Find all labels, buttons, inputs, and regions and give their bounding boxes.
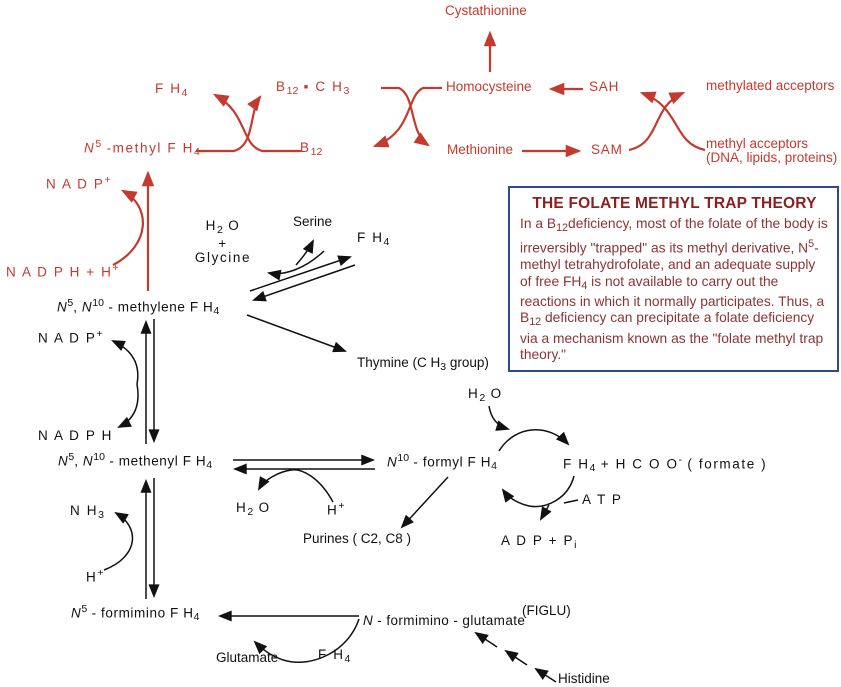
curve-to-serine (295, 239, 314, 266)
label-figlu: (FIGLU) (522, 603, 571, 618)
label-fh4-bottom: F H4 (318, 647, 351, 665)
label-sah: SAH (589, 79, 620, 94)
label-hplus-low: H+ (86, 567, 104, 585)
theory-box-body: In a B12deficiency, most of the folate o… (520, 216, 828, 363)
label-h2o-mid: H2 O (236, 500, 271, 518)
label-thymine-ch3-group: Thymine (C H3 group) (357, 355, 489, 373)
curve-methyl-acceptors-to-sah (639, 91, 706, 152)
curve-to-glycine (266, 250, 325, 281)
label-nadph-hplus-red: N A D P H + H+ (6, 262, 119, 280)
label-nh3: N H3 (70, 503, 104, 521)
label-purines-c2-c8: Purines ( C2, C8 ) (303, 531, 412, 546)
label-nadp-plus-red: N A D P+ (46, 174, 111, 192)
label-atp: A T P (582, 492, 623, 507)
curve-to-nadph-black (117, 383, 139, 428)
label-b12: B12 (300, 140, 323, 158)
label-cystathionine: Cystathionine (445, 3, 527, 18)
label-b12-ch3: B12 ▪ C H3 (276, 79, 350, 97)
label-hplus-mid: H+ (327, 500, 345, 518)
label-n5-methyl-fh4: N5 -methyl F H4 (84, 138, 200, 159)
label-nadp-plus-black: N A D P+ (38, 328, 103, 346)
arrow-formyl-to-purines (400, 476, 449, 529)
tick-atp-into-cycle (563, 499, 579, 504)
arc-formyl-to-formate (498, 429, 570, 452)
curve-nadph-to-nadp-red (112, 189, 144, 266)
label-fh4-mid: F H4 (357, 230, 390, 248)
label-n10-formyl-fh4: N10 - formyl F H4 (387, 452, 497, 473)
arrow-to-adp-pi (539, 504, 552, 521)
arrow-fh4-to-methylene-serine (252, 264, 356, 302)
label-n5n10-methylene-fh4: N5, N10 - methylene F H4 (57, 297, 220, 318)
curve-to-nadp-black (111, 340, 139, 385)
label-methionine: Methionine (447, 142, 514, 157)
label-h2o-right: H2 O (468, 386, 503, 404)
label-histidine: Histidine (558, 671, 610, 686)
label-n5n10-methenyl-fh4: N5, N10 - methenyl F H4 (58, 451, 213, 472)
label-serine: Serine (293, 214, 333, 229)
arrow-methylene-to-thymine (246, 314, 347, 353)
label-h2o-plus-glycine: H2 O+Glycine (194, 218, 252, 265)
dashed-histidine-arrow-2 (504, 649, 528, 666)
curve-homocysteine-to-b12 (372, 86, 442, 148)
curve-hplus-h2o-hydrolysis (257, 469, 334, 503)
label-n5-formimino-fh4: N5 - formimino F H4 (71, 603, 200, 624)
label-fh4-formate: F H4 + H C O O- ( formate ) (563, 454, 768, 475)
arrow-methylene-to-fh4-serine (249, 255, 352, 292)
dashed-histidine-arrow-3 (534, 667, 557, 683)
curve-h2o-into-cycle (488, 405, 510, 431)
label-nadph-black: N A D P H (38, 428, 113, 443)
label-fh4-top: F H4 (155, 81, 188, 99)
theory-box-title: THE FOLATE METHYL TRAP THEORY (532, 195, 817, 212)
label-glutamate: Glutamate (216, 650, 279, 665)
label-methyl-acceptors: methyl acceptors(DNA, lipids, proteins) (706, 136, 838, 165)
curve-b12-to-fh4 (212, 93, 301, 153)
curve-n5methylfh4-to-b12ch3 (196, 95, 262, 153)
curve-fh4-to-glutamate (253, 618, 360, 663)
label-sam: SAM (591, 142, 623, 157)
dashed-histidine-arrow-1 (474, 631, 498, 648)
label-adp-pi: A D P + Pi (501, 533, 577, 551)
label-homocysteine: Homocysteine (446, 79, 532, 94)
label-methylated-acceptors: methylated acceptors (706, 78, 835, 93)
curve-hplus-to-nh3 (103, 511, 134, 571)
folate-methyl-trap-theory-box: THE FOLATE METHYL TRAP THEORY In a B12de… (508, 186, 839, 372)
arc-formate-to-formyl (501, 475, 575, 508)
label-n-formimino-glutamate: N - formimino - glutamate (363, 613, 526, 628)
curve-b12ch3-to-methionine (381, 86, 430, 147)
curve-sam-to-methylated-acceptors (628, 91, 686, 152)
